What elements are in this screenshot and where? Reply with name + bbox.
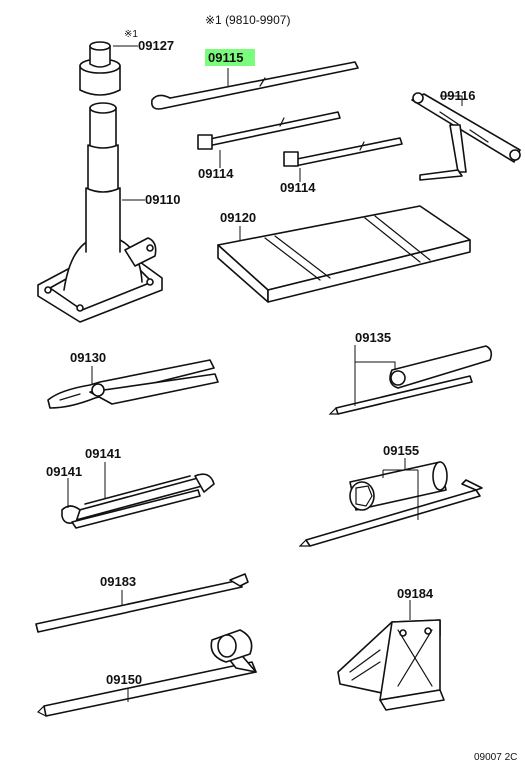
part-label-09115[interactable]: 09115 — [208, 50, 243, 65]
jack-illustration — [37, 102, 163, 323]
crank-handle-illustration — [411, 92, 521, 181]
part-label-09183[interactable]: 09183 — [100, 574, 136, 589]
part-label-09130[interactable]: 09130 — [70, 350, 106, 365]
jack-handle-illustration — [150, 61, 359, 110]
wrench-illustration — [61, 473, 215, 529]
part-label-09150[interactable]: 09150 — [106, 672, 142, 687]
lug-wrench-illustration — [36, 629, 257, 717]
part-highlight-09115 — [205, 49, 255, 66]
tool-bag-illustration — [217, 205, 471, 303]
socket-wrench-illustration — [298, 461, 483, 547]
part-label-09116[interactable]: 09116 — [440, 88, 475, 103]
part-label-09184[interactable]: 09184 — [397, 586, 434, 601]
header-note: ※1 (9810-9907) — [205, 13, 290, 27]
wheel-chock-illustration — [337, 619, 445, 711]
diagram-code: 09007 2C — [474, 752, 517, 763]
part-label-09110[interactable]: 09110 — [145, 192, 180, 207]
part-mark-09127: ※1 — [124, 29, 138, 40]
part-label-09120[interactable]: 09120 — [220, 210, 256, 225]
part-label-09135[interactable]: 09135 — [355, 330, 391, 345]
pliers-illustration — [47, 359, 219, 409]
pry-bar-illustration — [35, 573, 249, 633]
jack-cap-illustration — [79, 41, 121, 96]
part-label-09155[interactable]: 09155 — [383, 443, 419, 458]
part-label-09114-b[interactable]: 09114 — [280, 180, 316, 195]
part-label-09127[interactable]: 09127 — [138, 38, 174, 53]
part-label-09141-a[interactable]: 09141 — [85, 446, 121, 461]
part-label-09114-a[interactable]: 09114 — [198, 166, 234, 181]
extension-bar-2-illustration — [283, 137, 403, 167]
screwdriver-illustration — [328, 345, 493, 415]
extension-bar-1-illustration — [197, 111, 341, 150]
part-label-09141-b[interactable]: 09141 — [46, 464, 82, 479]
